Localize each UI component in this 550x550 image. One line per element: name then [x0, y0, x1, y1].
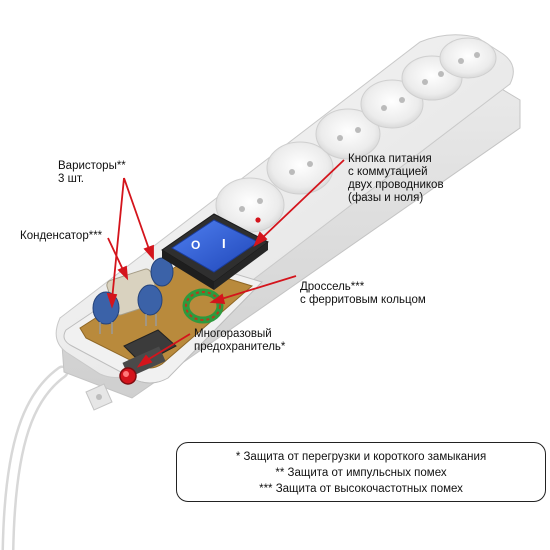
- label-choke: Дроссель*** с ферритовым кольцом: [300, 281, 426, 306]
- capacitor-arrow: [107, 237, 125, 273]
- varistor-2: [137, 284, 163, 316]
- switch-off-symbol: O: [191, 238, 200, 252]
- switch-on-symbol: I: [222, 236, 226, 251]
- label-fuse: Многоразовый предохранитель*: [194, 328, 286, 353]
- label-varistors: Варисторы** 3 шт.: [58, 160, 126, 185]
- sockets: [215, 37, 497, 233]
- callout-arrows: [106, 159, 345, 368]
- varistor-arrow-1: [111, 177, 125, 301]
- legend-box: * Защита от перегрузки и короткого замык…: [176, 442, 546, 502]
- fuse-arrow: [143, 333, 191, 363]
- label-power-button: Кнопка питания с коммутацией двух провод…: [348, 153, 444, 204]
- legend-line-overload: * Защита от перегрузки и короткого замык…: [235, 451, 487, 463]
- label-capacitor: Конденсатор***: [20, 230, 103, 242]
- legend-line-impulse: ** Защита от импульсных помех: [275, 467, 447, 479]
- choke-ferrite: [182, 288, 224, 324]
- legend-line-hf: *** Защита от высокочастотных помех: [259, 483, 463, 495]
- power-button-arrow: [259, 159, 345, 241]
- varistor-arrow-2: [123, 177, 151, 253]
- choke-arrow: [217, 275, 297, 301]
